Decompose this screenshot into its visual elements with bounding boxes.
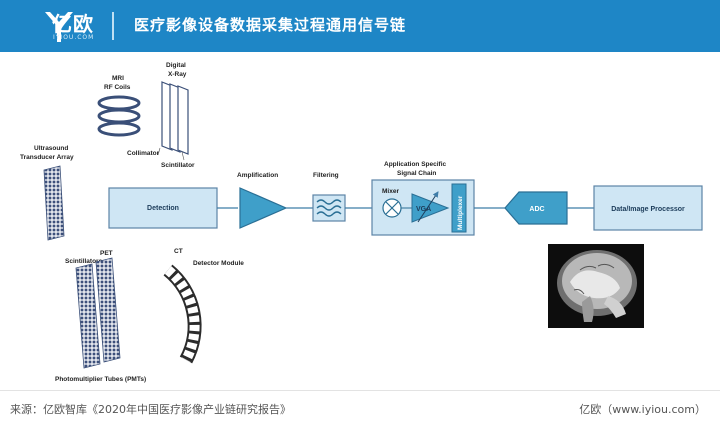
detection-block xyxy=(108,187,218,229)
iyiou-logo-icon xyxy=(45,12,73,42)
multiplexer-label: Multiplexer xyxy=(457,195,464,230)
detection-label: Detection xyxy=(147,205,179,212)
header-divider xyxy=(112,12,114,40)
digital-label: Digital xyxy=(166,62,186,69)
pmts-label: Photomultiplier Tubes (PMTs) xyxy=(55,376,146,383)
mri-rf-coils-icon xyxy=(97,95,141,137)
source-note: 来源：亿欧智库《2020年中国医疗影像产业链研究报告》 xyxy=(10,403,291,416)
credit-note: 亿欧（www.iyiou.com） xyxy=(579,403,706,416)
signal-chain-diagram: MRI RF Coils Digital X-Ray Collimator Sc… xyxy=(20,62,703,383)
ultrasound-label: Ultrasound xyxy=(34,145,68,152)
collimator-label: Collimator xyxy=(127,150,160,157)
mixer-label: Mixer xyxy=(382,188,399,195)
ct-label: CT xyxy=(174,248,183,255)
amplifier-triangle-icon xyxy=(239,187,288,229)
scintillator-label: Scintillator xyxy=(161,162,195,169)
adc-label: ADC xyxy=(529,206,544,213)
asic-label: Application Specific xyxy=(384,161,447,168)
filtering-label: Filtering xyxy=(313,172,339,179)
detector-module-label: Detector Module xyxy=(193,260,244,267)
page-title: 医疗影像设备数据采集过程通用信号链 xyxy=(134,16,407,34)
logo-subtext: IYIOU.COM xyxy=(53,34,95,41)
xray-label: X-Ray xyxy=(168,71,187,78)
transducer-array-label: Transducer Array xyxy=(20,154,74,161)
mri-label: MRI xyxy=(112,75,124,82)
xray-panels-icon xyxy=(161,81,189,155)
pet-label: PET xyxy=(100,250,113,257)
mri-brain-image xyxy=(548,244,644,328)
mixer-icon xyxy=(382,198,402,218)
pet-scintillator-blocks-icon xyxy=(75,257,121,369)
footer-divider xyxy=(0,390,720,391)
vga-label: VGA xyxy=(416,206,431,213)
amplification-label: Amplification xyxy=(237,172,278,179)
logo-text: 亿欧 xyxy=(52,12,94,36)
processor-block xyxy=(593,185,703,231)
pet-scintillators-label: Scintillators xyxy=(65,258,103,265)
signal-chain-label: Signal Chain xyxy=(397,170,436,177)
rf-coils-label: RF Coils xyxy=(104,84,131,91)
processor-label: Data/Image Processor xyxy=(611,206,685,213)
ct-detector-module-icon xyxy=(163,264,202,364)
header-bar: 亿欧 IYIOU.COM 医疗影像设备数据采集过程通用信号链 xyxy=(0,0,720,52)
filter-wave-icon xyxy=(316,199,342,217)
multiplexer-block xyxy=(451,183,467,233)
vga-triangle-icon xyxy=(411,193,450,223)
ultrasound-transducer-array-icon xyxy=(43,165,65,241)
